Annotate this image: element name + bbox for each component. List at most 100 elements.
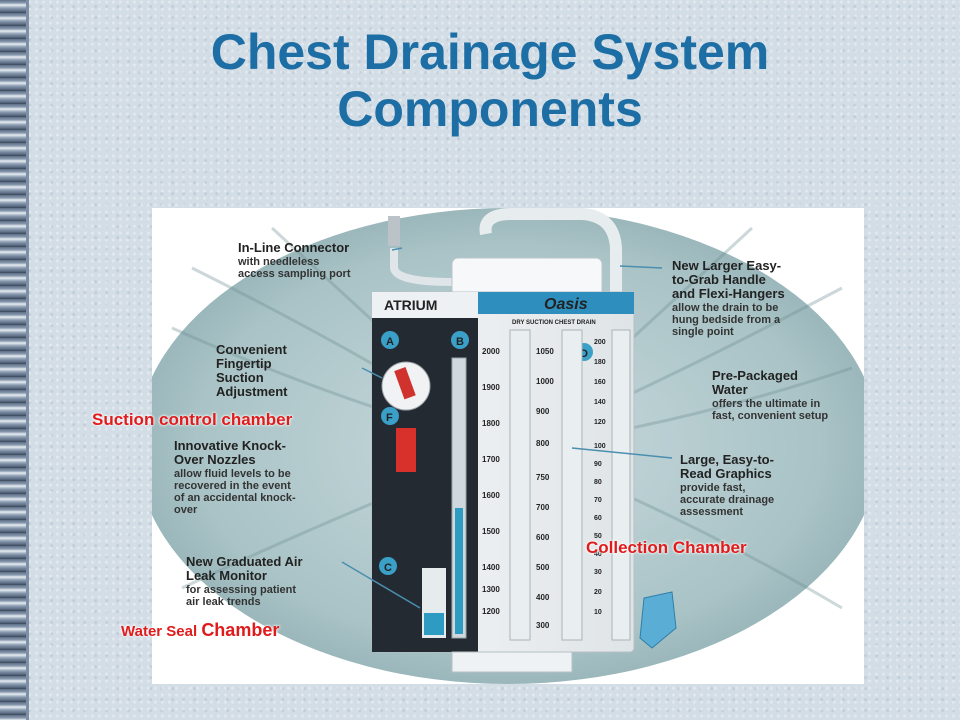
callout-text: recovered in the event: [174, 480, 291, 492]
badge-b: [451, 331, 469, 349]
scale-mid-tick: 300: [536, 621, 550, 630]
callout-text: Convenient: [216, 342, 287, 357]
callout-text: allow fluid levels to be: [174, 468, 291, 480]
water-seal-fluid: [455, 508, 463, 634]
inline-connector: [388, 216, 400, 246]
scale-left-tick: 1600: [482, 491, 500, 500]
product-strip: [478, 292, 634, 314]
scale-mid-tick: 700: [536, 503, 550, 512]
drain-base: [451, 651, 573, 673]
collection-chamber-label: Collection Chamber: [586, 538, 747, 557]
callout-knock-over: Innovative Knock- Over Nozzles allow flu…: [174, 438, 296, 516]
callout-text: Fingertip: [216, 356, 272, 371]
callout-fingertip: Convenient Fingertip Suction Adjustment: [216, 342, 288, 399]
callout-text: Pre-Packaged: [712, 368, 798, 383]
scale-mid-tick: 600: [536, 533, 550, 542]
callout-lines: [341, 247, 673, 609]
slide-title: Chest Drainage System Components: [40, 24, 940, 138]
badge-f-label: F: [386, 412, 393, 424]
callout-text: Leak Monitor: [186, 568, 267, 583]
badge-f: [381, 407, 399, 425]
scale-right-tick: 20: [594, 589, 602, 596]
scale-right-tick: 120: [594, 419, 606, 426]
callout-text: hung bedside from a: [672, 314, 781, 326]
badge-b-label: B: [456, 336, 464, 348]
callout-text: over: [174, 504, 198, 516]
scale-right-tick: 10: [594, 609, 602, 616]
badge-d-label: D: [580, 348, 588, 360]
callout-text: air leak trends: [186, 596, 261, 608]
scale-mid: 1050 1000 900 800 750 700 600 500 400 30…: [536, 347, 554, 630]
callout-text: single point: [672, 326, 734, 338]
callout-handle: New Larger Easy- to-Grab Handle and Flex…: [672, 258, 785, 338]
callout-text: offers the ultimate in: [712, 398, 820, 410]
scale-right-tick: 70: [594, 497, 602, 504]
scale-mid-tick: 1050: [536, 347, 554, 356]
callout-text: Adjustment: [216, 384, 288, 399]
callout-text: Water: [712, 382, 748, 397]
collection-column-2: [561, 329, 583, 641]
callout-text: with needleless: [237, 256, 319, 268]
scale-right-tick: 160: [594, 379, 606, 386]
suction-indicator: [396, 428, 416, 472]
callout-text: Innovative Knock-: [174, 438, 286, 453]
water-seal-chamber-label: Water Seal Chamber: [121, 620, 279, 641]
scale-mid-tick: 1000: [536, 377, 554, 386]
water-seal-label-part: Chamber: [201, 620, 280, 640]
callout-text: provide fast,: [680, 482, 745, 494]
dial-pointer: [394, 367, 416, 400]
callout-text: Read Graphics: [680, 466, 772, 481]
connector-tube: [390, 248, 482, 286]
scale-left-tick: 1900: [482, 383, 500, 392]
scale-mid-tick: 900: [536, 407, 550, 416]
water-seal-label-part: Water Seal: [121, 623, 202, 640]
scale-left-tick: 1200: [482, 607, 500, 616]
scale-right-tick: 180: [594, 359, 606, 366]
callout-graphics: Large, Easy-to- Read Graphics provide fa…: [680, 452, 774, 518]
badge-c: [379, 557, 397, 575]
badge-a: [381, 331, 399, 349]
scale-right-tick: 30: [594, 569, 602, 576]
badge-c-label: C: [384, 562, 392, 574]
callout-text: Suction: [216, 370, 264, 385]
tubing: [479, 208, 622, 298]
callout-text: access sampling port: [238, 268, 351, 280]
callout-text: to-Grab Handle: [672, 272, 766, 287]
product-label: Oasis: [544, 296, 588, 313]
product-sub-label: DRY SUCTION CHEST DRAIN: [512, 320, 596, 326]
callout-text: Over Nozzles: [174, 452, 256, 467]
scale-mid-tick: 500: [536, 563, 550, 572]
callout-text: of an accidental knock-: [174, 492, 296, 504]
callout-text: fast, convenient setup: [712, 410, 828, 422]
slide-title-line-1: Chest Drainage System: [210, 24, 770, 80]
scale-left-tick: 1300: [482, 585, 500, 594]
scale-mid-tick: 800: [536, 439, 550, 448]
badge-a-label: A: [386, 336, 394, 348]
spiral-binding: [0, 0, 26, 720]
chest-drain-illustration: ATRIUM Oasis DRY SUCTION CHEST DRAIN A B…: [152, 208, 864, 684]
callout-text: accurate drainage: [680, 494, 774, 506]
scale-right: 200 180 160 140 120 100 90 80 70 60 50 4…: [594, 339, 606, 616]
callout-inline-connector: In-Line Connector with needleless access…: [237, 240, 351, 280]
scale-right-tick: 140: [594, 399, 606, 406]
scale-right-tick: 40: [594, 551, 602, 558]
scale-right-tick: 50: [594, 533, 602, 540]
air-leak-fluid: [424, 613, 444, 635]
callout-text: for assessing patient: [186, 584, 296, 596]
scale-left-tick: 1700: [482, 455, 500, 464]
callout-text: In-Line Connector: [238, 240, 349, 255]
floor-stand: [639, 591, 677, 649]
scale-right-tick: 80: [594, 479, 602, 486]
callout-text: New Larger Easy-: [672, 258, 781, 273]
chest-drain-photo: ATRIUM Oasis DRY SUCTION CHEST DRAIN A B…: [152, 208, 864, 684]
scale-left-tick: 1500: [482, 527, 500, 536]
scale-left-tick: 1400: [482, 563, 500, 572]
callout-text: Large, Easy-to-: [680, 452, 774, 467]
binding-edge: [26, 0, 29, 720]
scale-right-tick: 100: [594, 443, 606, 450]
brand-strip: [372, 292, 478, 318]
scale-left-tick: 1800: [482, 419, 500, 428]
callout-water: Pre-Packaged Water offers the ultimate i…: [712, 368, 828, 422]
scale-left-tick: 2000: [482, 347, 500, 356]
callout-text: and Flexi-Hangers: [672, 286, 785, 301]
